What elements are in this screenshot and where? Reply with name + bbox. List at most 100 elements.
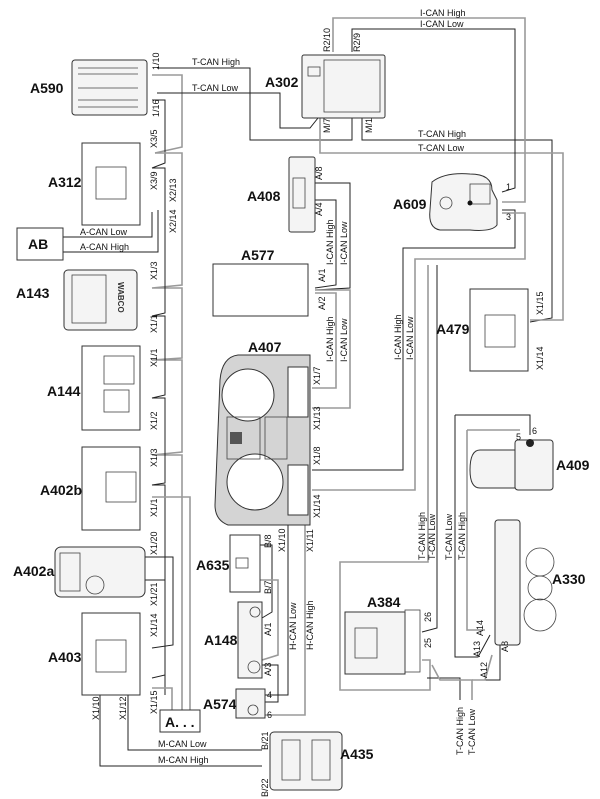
pin-label: A/1 — [317, 268, 327, 282]
pin-label: X2/14 — [168, 209, 178, 233]
wire-tcan-a409-high — [466, 430, 485, 631]
label-acan-low: A-CAN Low — [80, 227, 128, 237]
wire-hcan-high — [265, 525, 306, 716]
pin-label: X1/21 — [149, 582, 159, 606]
pin-label: A8 — [500, 641, 510, 652]
component-a609[interactable]: A609 — [393, 173, 498, 231]
wire-a330-a12 — [472, 654, 493, 681]
wire-a403-x115 — [152, 687, 173, 710]
wire-acan-low — [63, 212, 153, 238]
component-a409[interactable]: A409 — [469, 439, 590, 491]
component-a435[interactable]: A435 — [269, 731, 374, 791]
label-ican-low: I-CAN Low — [405, 316, 415, 360]
label-ican-high: I-CAN High — [325, 219, 335, 265]
pin-label: X1/3 — [149, 448, 159, 467]
pin-label: B/8 — [263, 534, 273, 548]
component-a148[interactable]: A148 — [204, 601, 263, 679]
pin-label: X1/15 — [535, 291, 545, 315]
component-a402b[interactable]: A402b — [40, 446, 141, 531]
pin-label: 3 — [506, 212, 511, 222]
label-tcan-high: T-CAN High — [455, 707, 465, 755]
pin-label: X1/20 — [149, 531, 159, 555]
component-a407-instrument-cluster[interactable]: A407 — [214, 339, 311, 526]
label-tcan-high: T-CAN High — [457, 512, 467, 560]
pin-label: A14 — [475, 620, 485, 636]
component-a402a[interactable]: A402a — [13, 546, 146, 598]
label-a144: A144 — [47, 383, 81, 399]
wires — [63, 17, 564, 767]
component-a590[interactable]: A590 — [30, 59, 148, 116]
component-a312[interactable]: A312 — [48, 142, 141, 226]
label-mcan-high: M-CAN High — [158, 755, 209, 765]
pin-label: 1/16 — [151, 99, 161, 117]
component-a143[interactable]: WABCO A143 — [16, 269, 138, 331]
label-hcan-high: H-CAN High — [305, 600, 315, 650]
wire-ican-a408-a8 — [314, 182, 351, 291]
wire-tcan-high-1 — [157, 67, 353, 141]
wire-a635-b8 — [260, 544, 273, 619]
pin-label: R2/10 — [322, 28, 332, 52]
pin-label: 1 — [506, 182, 511, 192]
pin-label: X1/14 — [149, 613, 159, 637]
component-a-dots[interactable]: A. . . — [159, 709, 201, 733]
pin-label: B/21 — [260, 731, 270, 750]
wire-tcan-a409-low — [454, 415, 491, 658]
pin-label: X3/9 — [149, 171, 159, 190]
wire-acan-high — [63, 210, 159, 253]
component-a577[interactable]: A577 — [212, 247, 309, 317]
wire-a148-a3 — [262, 664, 279, 703]
component-a574[interactable]: A574 — [203, 688, 266, 719]
pin-label: X1/14 — [535, 346, 545, 370]
component-a635[interactable]: A635 — [196, 534, 261, 593]
wire-labels: T-CAN High T-CAN Low I-CAN High I-CAN Lo… — [80, 8, 477, 765]
wire-ican-a609-high — [312, 209, 516, 471]
label-a590: A590 — [30, 80, 64, 96]
component-a403[interactable]: A403 — [48, 612, 141, 696]
label-a609: A609 — [393, 196, 427, 212]
label-a403: A403 — [48, 649, 82, 665]
component-a408[interactable]: A408 — [247, 156, 316, 233]
label-ican-low: I-CAN Low — [420, 19, 464, 29]
pin-label: 5 — [516, 432, 521, 442]
wire-ican-a577-low — [312, 289, 351, 409]
label-ican-high: I-CAN High — [325, 316, 335, 362]
pin-label: 6 — [267, 710, 272, 720]
component-a479[interactable]: A479 — [436, 288, 529, 372]
label-a402b: A402b — [40, 482, 82, 498]
pin-label: A/2 — [317, 296, 327, 310]
wire-trunk-black — [151, 99, 166, 169]
label-a402a: A402a — [13, 563, 54, 579]
wire-a409-5 — [455, 414, 531, 435]
pin-label: A/4 — [314, 202, 324, 216]
label-tcan-high: T-CAN High — [418, 129, 466, 139]
label-a479: A479 — [436, 321, 470, 337]
component-a144[interactable]: A144 — [47, 345, 141, 431]
wire-a402b-x11 — [152, 496, 191, 718]
label-a435: A435 — [340, 746, 374, 762]
wire-a402a-x121 — [145, 579, 166, 679]
label-a409: A409 — [556, 457, 590, 473]
label-tcan-low: T-CAN Low — [192, 83, 239, 93]
label-hcan-low: H-CAN Low — [288, 602, 298, 650]
component-a302[interactable]: A302 — [265, 54, 386, 119]
label-ican-high: I-CAN High — [420, 8, 466, 18]
label-a302: A302 — [265, 74, 299, 90]
wire-ican-high-top — [332, 17, 526, 203]
label-tcan-low: T-CAN Low — [427, 513, 437, 560]
pin-label: X1/10 — [91, 696, 101, 720]
label-a574: A574 — [203, 696, 237, 712]
label-acan-high: A-CAN High — [80, 242, 129, 252]
component-a330[interactable]: A330 — [494, 519, 586, 646]
component-a384[interactable]: A384 — [344, 594, 421, 675]
pin-label: X1/8 — [312, 446, 322, 465]
component-ab[interactable]: AB — [16, 227, 64, 261]
label-tcan-low: T-CAN Low — [418, 143, 465, 153]
label-a407: A407 — [248, 339, 282, 355]
pin-label: B/22 — [260, 778, 270, 797]
pin-label: M/7 — [322, 118, 332, 133]
pin-label: X1/12 — [118, 696, 128, 720]
label-a408: A408 — [247, 188, 281, 204]
label-a577: A577 — [241, 247, 275, 263]
wire-mcan-high — [99, 695, 262, 767]
wire-hcan-low — [265, 525, 289, 696]
